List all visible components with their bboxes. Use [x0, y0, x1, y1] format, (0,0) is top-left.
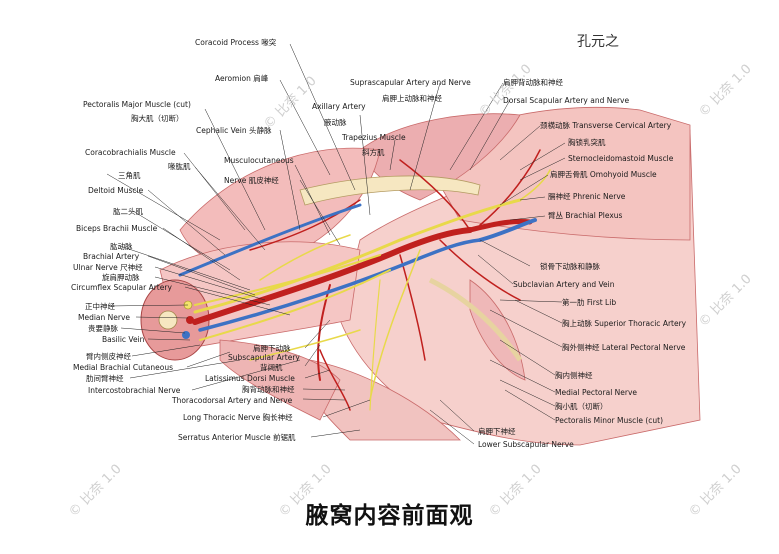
humerus-section	[158, 310, 178, 330]
first-rib	[428, 277, 523, 362]
label-thoracodorsal-cn: 胸背动脉和神经	[242, 385, 295, 394]
axillary-artery	[192, 227, 473, 325]
label-subclavian-av-cn: 锁骨下动脉和静脉	[540, 262, 600, 271]
arm-cross-section	[140, 279, 210, 361]
basilic-vein-section	[182, 331, 190, 339]
subclavian-vein	[478, 218, 537, 242]
label-coracobrachialis-cn: 喙肱肌	[168, 162, 191, 171]
label-dorsal-scap-cn: 肩胛背动脉和神经	[503, 78, 563, 87]
label-axillary-artery-cn: 腋动脉	[324, 118, 347, 127]
label-suprascap-cn: 肩胛上动脉和神经	[382, 94, 442, 103]
label-deltoid: Deltoid Muscle	[88, 186, 144, 195]
label-pect-minor-cn: 胸小肌（切断）	[555, 402, 608, 411]
superior-thoracic-artery	[439, 239, 521, 301]
label-subscap: Subscapular Artery	[228, 353, 300, 362]
label-deltoid-cn: 三角肌	[118, 171, 141, 180]
label-serratus: Serratus Anterior Muscle 前锯肌	[178, 433, 296, 442]
label-cephalic: Cephalic Vein 头静脉	[196, 126, 272, 135]
label-subclavian-av: Subclavian Artery and Vein	[513, 280, 615, 289]
label-phrenic: 膈神经 Phrenic Nerve	[548, 192, 626, 201]
label-coracoid: Coracoid Process 喙突	[195, 38, 277, 47]
label-trapezius: Trapezius Muscle	[342, 133, 406, 142]
label-intercosto: Intercostobrachial Nerve	[88, 386, 181, 395]
label-lateral-pectoral: 胸外侧神经 Lateral Pectoral Nerve	[562, 343, 686, 352]
label-acromion: Aeromion 肩峰	[215, 74, 269, 83]
label-brachial-plexus: 臂丛 Brachial Plexus	[548, 211, 623, 220]
label-circumflex: Circumflex Scapular Artery	[71, 283, 172, 292]
transverse-cervical-artery	[479, 149, 541, 226]
label-coracobrachialis: Coracobrachialis Muscle	[85, 148, 176, 157]
label-lower-subscap: Lower Subscapular Nerve	[478, 440, 574, 449]
label-medial-pectoral: Medial Pectoral Nerve	[555, 388, 638, 397]
label-subscap-cn: 肩胛下动脉	[253, 344, 291, 353]
thoracodorsal-artery	[319, 349, 351, 411]
label-brachial-artery-cn: 肱动脉	[110, 242, 133, 251]
label-trapezius-cn: 斜方肌	[362, 148, 385, 157]
label-circumflex-cn: 旋肩胛动脉	[102, 273, 140, 282]
brachial-plexus	[193, 198, 522, 314]
label-median: Median Nerve	[78, 313, 131, 322]
label-basilic-cn: 贵要静脉	[88, 324, 118, 333]
label-median-cn: 正中神经	[85, 302, 115, 311]
label-pect-minor: Pectoralis Minor Muscle (cut)	[555, 416, 664, 425]
label-medial-pectoral-cn: 胸内侧神经	[555, 371, 593, 380]
label-biceps: Biceps Brachii Muscle	[76, 224, 158, 233]
label-biceps-cn: 肱二头肌	[113, 207, 143, 216]
leader-lines	[106, 43, 566, 445]
signature: 孔元之	[577, 34, 619, 50]
label-suprascap: Suprascapular Artery and Nerve	[350, 78, 471, 87]
label-pect-major: Pectoralis Major Muscle (cut)	[83, 100, 191, 109]
label-latissimus-cn: 背阔肌	[260, 363, 283, 372]
phrenic-nerve	[519, 169, 551, 201]
label-first-rib: 第一肋 First Lib	[562, 298, 617, 307]
label-transverse-cervical: 颈横动脉 Transverse Cervical Artery	[540, 121, 672, 130]
page-title: 腋窝内容前面观	[305, 503, 474, 529]
label-intercosto-cn: 肋间臂神经	[86, 374, 124, 383]
muscle-layer	[159, 107, 701, 446]
label-superior-thoracic: 胸上动脉 Superior Thoracic Artery	[562, 319, 687, 328]
label-thoracodorsal: Thoracodorsal Artery and Nerve	[172, 396, 293, 405]
long-thoracic-nerve	[369, 249, 421, 401]
subscapular-artery	[317, 284, 331, 381]
musculocutaneous-nerve	[259, 234, 351, 281]
label-pect-major-cn: 胸大肌（切断）	[131, 114, 184, 123]
cephalic-vein	[178, 203, 362, 277]
label-basilic: Basilic Vein	[102, 335, 145, 344]
label-musculocutaneous: Musculocutaneous	[224, 156, 294, 165]
intercostobrachial-nerve	[249, 329, 361, 361]
label-latissimus: Latissimus Dorsi Muscle	[205, 374, 295, 383]
label-ulnar-nerve: Ulnar Nerve 尺神经	[73, 263, 143, 272]
suprascapular-artery	[399, 159, 471, 231]
lower-subscapular-nerve	[369, 279, 381, 411]
median-nerve	[194, 254, 381, 306]
label-medial-brachial-cn: 臂内侧皮神经	[86, 352, 131, 361]
label-dorsal-scap: Dorsal Scapular Artery and Nerve	[503, 96, 630, 105]
label-scm: Sternocleidomastoid Muscle	[568, 154, 674, 163]
label-medial-brachial: Medial Brachial Cutaneous	[73, 363, 173, 372]
clavicle	[299, 175, 481, 206]
bone-layer	[299, 175, 523, 362]
label-musculocutaneous-cn: Nerve 肌皮神经	[224, 176, 279, 185]
label-lower-subscap-cn: 肩胛下神经	[478, 427, 516, 436]
label-omohyoid: 肩胛舌骨肌 Omohyoid Muscle	[550, 170, 657, 179]
label-axillary-artery: Axillary Artery	[312, 102, 366, 111]
label-long-thoracic: Long Thoracic Nerve 胸长神经	[183, 413, 293, 422]
label-scm-cn: 胸锁乳突肌	[568, 138, 606, 147]
nerve-layer	[193, 169, 551, 411]
cephalic-branch-artery	[249, 199, 361, 251]
label-brachial-artery: Brachial Artery	[83, 252, 140, 261]
ulnar-nerve	[199, 269, 391, 341]
